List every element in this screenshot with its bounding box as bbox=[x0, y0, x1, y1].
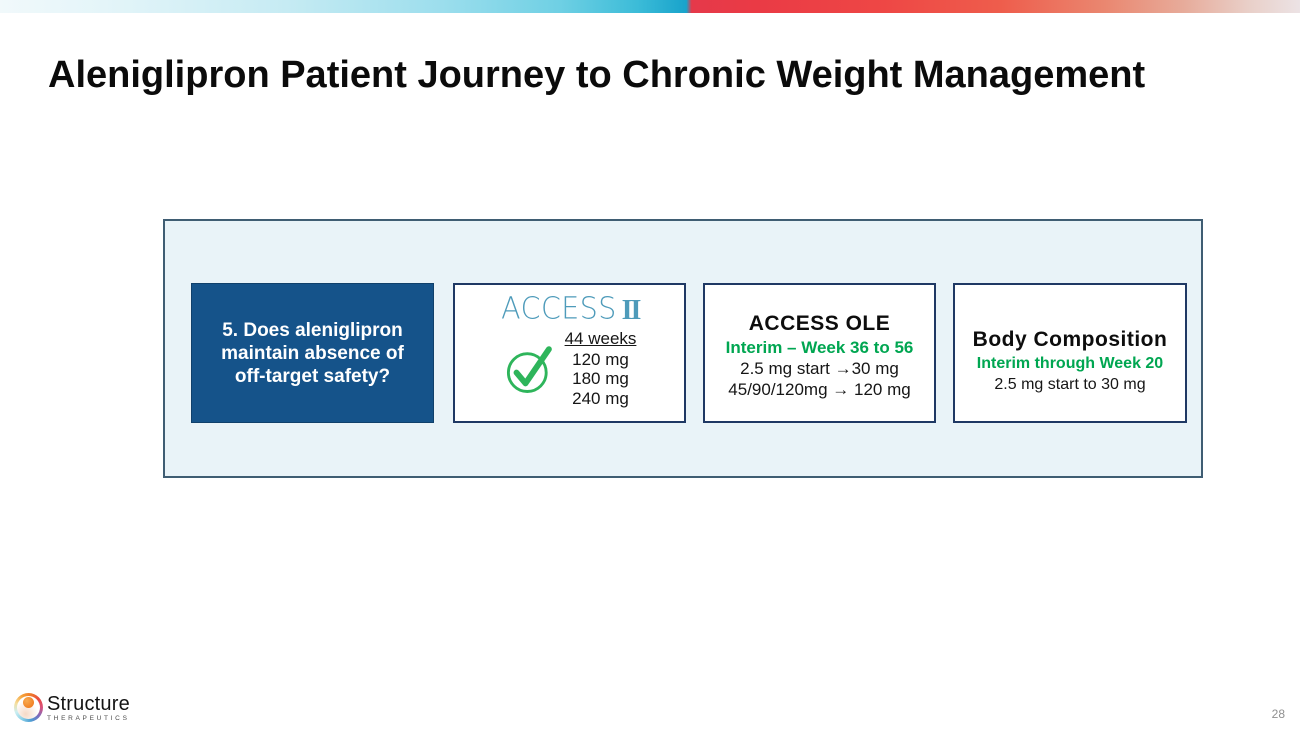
body-composition-box: Body Composition Interim through Week 20… bbox=[953, 283, 1187, 423]
access2-dose: 240 mg bbox=[572, 388, 629, 408]
body-composition-subtitle: Interim through Week 20 bbox=[976, 355, 1164, 372]
access2-dose: 180 mg bbox=[572, 369, 629, 388]
question-line: 5. Does aleniglipron bbox=[222, 319, 403, 341]
access-ole-subtitle: Interim – Week 36 to 56 bbox=[725, 338, 914, 357]
access2-study-box: ACCESS II 44 weeks 120 mg 180 mg 240 mg bbox=[453, 283, 686, 423]
structure-logo-icon bbox=[14, 693, 43, 722]
company-logo-subtext: THERAPEUTICS bbox=[47, 715, 130, 722]
question-line: maintain absence of bbox=[221, 342, 404, 364]
access2-logo: ACCESS II bbox=[500, 290, 642, 327]
access-ole-title: ACCESS OLE bbox=[748, 312, 891, 335]
page-number: 28 bbox=[1271, 707, 1285, 721]
company-logo-name: Structure bbox=[47, 693, 130, 715]
access-ole-line: 45/90/120mg → 120 mg bbox=[728, 380, 911, 399]
access2-duration: 44 weeks bbox=[564, 329, 637, 348]
slide-title: Aleniglipron Patient Journey to Chronic … bbox=[48, 54, 1146, 96]
check-circle-icon bbox=[506, 345, 552, 393]
access2-logo-word: ACCESS bbox=[500, 290, 617, 326]
body-composition-line: 2.5 mg start to 30 mg bbox=[994, 376, 1146, 393]
access-ole-line: 2.5 mg start →30 mg bbox=[740, 359, 899, 378]
company-logo: Structure THERAPEUTICS bbox=[14, 693, 130, 722]
question-box: 5. Does aleniglipron maintain absence of… bbox=[191, 283, 434, 423]
question-line: off-target safety? bbox=[234, 365, 391, 387]
access-ole-box: ACCESS OLE Interim – Week 36 to 56 2.5 m… bbox=[703, 283, 936, 423]
body-composition-title: Body Composition bbox=[972, 328, 1168, 351]
journey-container: 5. Does aleniglipron maintain absence of… bbox=[163, 219, 1203, 478]
access2-dose: 120 mg bbox=[572, 349, 629, 369]
top-accent-bar bbox=[0, 0, 1300, 13]
access2-logo-numeral: II bbox=[621, 295, 642, 326]
